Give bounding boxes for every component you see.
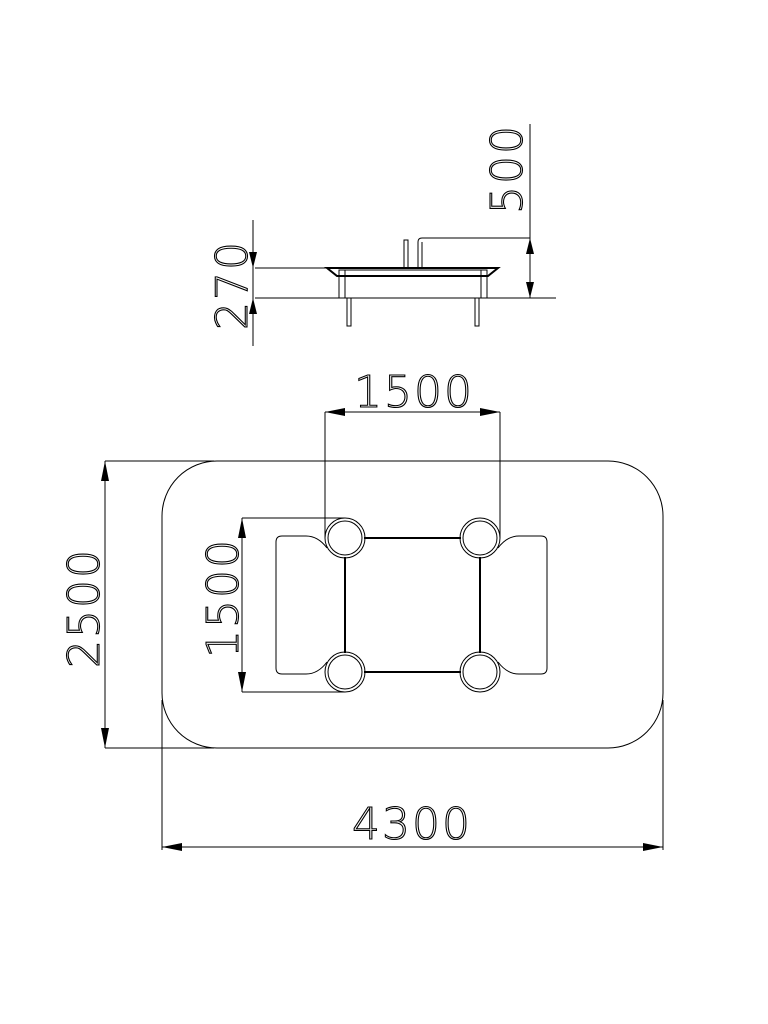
dim-label-1500v: 1500 xyxy=(198,538,249,658)
side-elevation-view: 500 270 xyxy=(206,123,556,346)
post-bottom-right xyxy=(459,651,501,693)
dim-label-1500h: 1500 xyxy=(354,367,474,418)
arrow-2500-bottom xyxy=(101,728,109,748)
arrow-270-bottom xyxy=(249,298,257,314)
post-top-left xyxy=(324,517,366,559)
central-frame xyxy=(344,537,481,673)
top-post-right xyxy=(417,237,530,268)
dim-label-4300: 4300 xyxy=(352,799,472,850)
arrow-1500v-top xyxy=(238,518,246,538)
leg-right xyxy=(474,297,480,327)
arrow-500-down xyxy=(526,282,534,298)
post-top-right xyxy=(459,517,501,559)
arrow-1500h-right xyxy=(480,408,500,416)
arrow-1500h-left xyxy=(325,408,345,416)
arrow-4300-right xyxy=(643,843,663,851)
arrow-1500v-bottom xyxy=(238,672,246,692)
dim-label-270: 270 xyxy=(207,240,258,330)
dim-label-2500: 2500 xyxy=(59,548,110,668)
arrow-4300-left xyxy=(162,843,182,851)
arrow-270-top xyxy=(249,252,257,268)
arrow-2500-top xyxy=(101,461,109,481)
top-post-left xyxy=(403,239,409,269)
deck-box xyxy=(338,269,488,299)
leg-left xyxy=(346,297,352,327)
deck-top xyxy=(324,267,501,277)
side-panel-left xyxy=(275,535,328,675)
plan-view: 1500 2500 1500 4300 xyxy=(58,366,664,851)
post-bottom-left xyxy=(324,651,366,693)
platform-outline xyxy=(161,460,664,749)
side-panel-right xyxy=(497,535,548,675)
arrow-500-up xyxy=(526,238,534,254)
dim-label-500: 500 xyxy=(482,124,533,214)
